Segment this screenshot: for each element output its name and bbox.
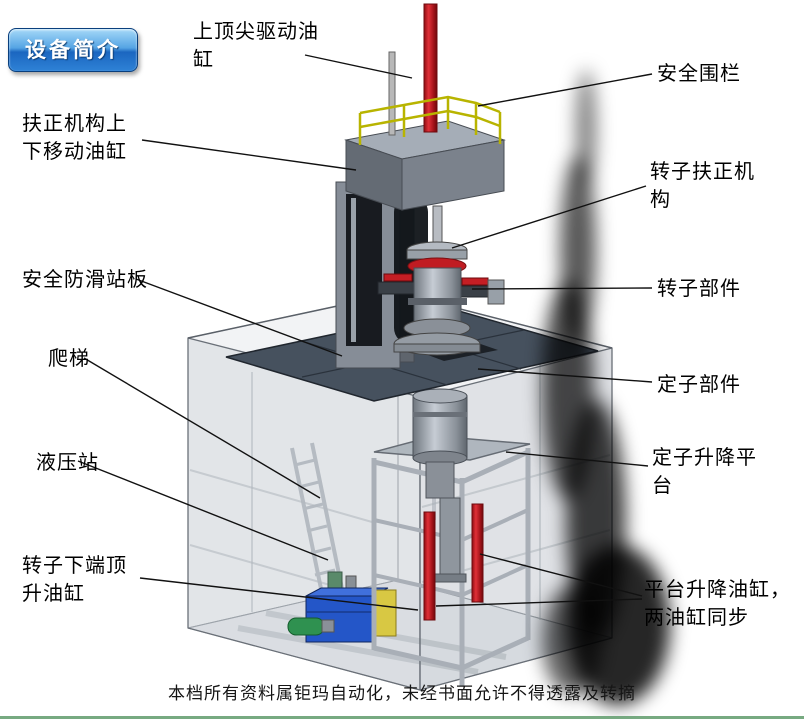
callout-centering-updown-cylinder: 扶正机构上下移动油缸: [22, 113, 127, 164]
callout-rotor-bottom-jack-cylinder: 转子下端顶升油缸: [22, 555, 127, 606]
callout-anti-slip-standing-board: 安全防滑站板: [22, 269, 148, 291]
head-assembly: [344, 120, 506, 211]
callout-ladder: 爬梯: [48, 348, 90, 370]
callout-safety-fence: 安全围栏: [657, 63, 741, 85]
callout-stator-parts: 定子部件: [657, 374, 741, 396]
confidential-watermark: 本档所有资料属钜玛自动化，未经书面允许不得透露及转摘: [168, 684, 636, 703]
callout-top-tip-drive-cylinder: 上顶尖驱动油缸: [193, 21, 319, 72]
leader-lines: [77, 54, 653, 611]
title-badge: 设备简介: [8, 28, 138, 72]
callout-rotor-centering-mechanism: 转子扶正机构: [650, 161, 755, 212]
callout-rotor-parts: 转子部件: [657, 278, 741, 300]
callout-stator-lift-platform: 定子升降平台: [652, 447, 757, 498]
bottom-lift-cylinders: [423, 497, 484, 621]
safety-railing-shape: [358, 95, 502, 145]
stator-assembly: [412, 388, 468, 499]
callout-platform-lift-cylinders: 平台升降油缸，两油缸同步: [644, 579, 791, 630]
callout-hydraulic-station: 液压站: [36, 452, 99, 474]
rotor-assembly: [377, 205, 505, 356]
bottom-edge-line: [0, 716, 804, 719]
